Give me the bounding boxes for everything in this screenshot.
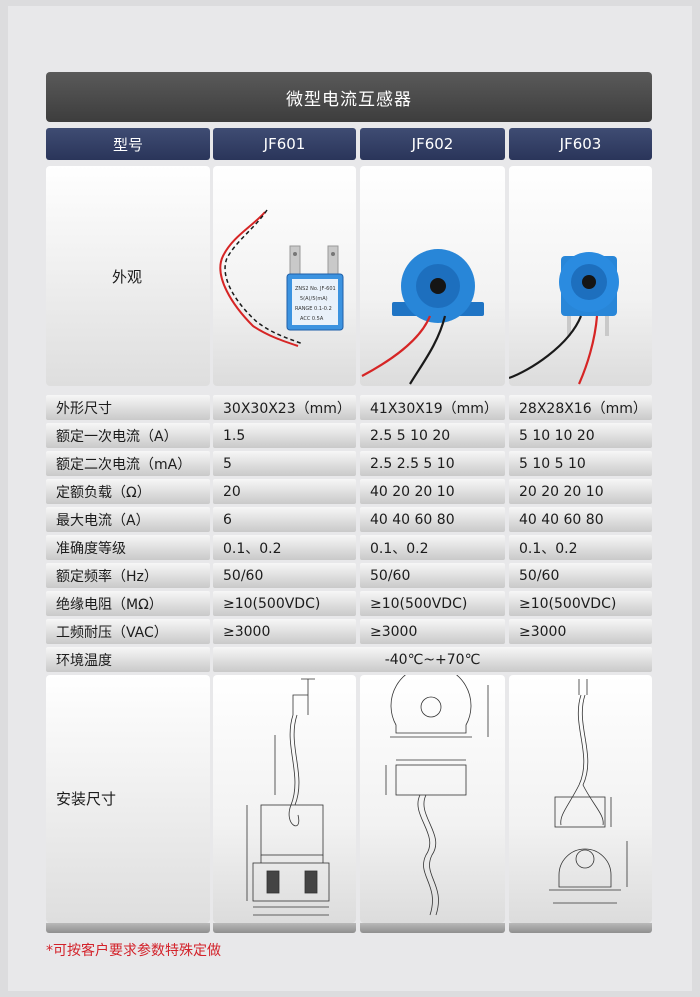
row-value-jf603: 20 20 20 10: [509, 479, 652, 504]
jf601-label-line-4: ACC 0.5A: [300, 316, 324, 322]
row-value-jf601: 0.1、0.2: [213, 535, 356, 560]
row-value-jf601: 50/60: [213, 563, 356, 588]
jf601-drawing-strip: [213, 923, 356, 933]
row-value-jf603: 5 10 5 10: [509, 451, 652, 476]
row-value-jf601: 30X30X23（mm）: [213, 395, 356, 420]
row-value-jf602: 2.5 5 10 20: [360, 423, 505, 448]
row-value-jf603: 0.1、0.2: [509, 535, 652, 560]
custom-order-note: *可按客户要求参数特殊定做: [46, 943, 221, 959]
row-value-jf603: ≥10(500VDC): [509, 591, 652, 616]
jf602-photo: [360, 166, 505, 386]
header-model-label: 型号: [46, 128, 210, 160]
jf603-drawing: [509, 675, 652, 923]
temperature-range: -40℃~+70℃: [213, 647, 652, 672]
row-value-jf602: 40 40 60 80: [360, 507, 505, 532]
row-label: 绝缘电阻（MΩ）: [46, 591, 210, 616]
row-value-jf601: 1.5: [213, 423, 356, 448]
row-value-jf602: 0.1、0.2: [360, 535, 505, 560]
row-value-jf601: 5: [213, 451, 356, 476]
row-label: 环境温度: [46, 647, 210, 672]
jf601-label-line-1: ZNS2 No. JF-601: [295, 286, 336, 292]
table-row: 额定二次电流（mA） 5 2.5 2.5 5 10 5 10 5 10: [46, 451, 652, 476]
table-row: 绝缘电阻（MΩ） ≥10(500VDC) ≥10(500VDC) ≥10(500…: [46, 591, 652, 616]
table-row: 额定一次电流（A） 1.5 2.5 5 10 20 5 10 10 20: [46, 423, 652, 448]
install-label: 安装尺寸: [56, 790, 117, 808]
row-value-jf603: 28X28X16（mm）: [509, 395, 652, 420]
jf601-label-line-3: RANGE 0.1-0.2: [295, 306, 332, 312]
row-label: 准确度等级: [46, 535, 210, 560]
row-value-jf601: 6: [213, 507, 356, 532]
row-value-jf603: 40 40 60 80: [509, 507, 652, 532]
appearance-label: 外观: [112, 268, 143, 286]
jf601-label-line-2: 5(A)/5(mA): [300, 296, 328, 302]
install-label-cell: [46, 675, 210, 923]
row-value-jf603: ≥3000: [509, 619, 652, 644]
row-value-jf602: 2.5 2.5 5 10: [360, 451, 505, 476]
row-value-jf602: ≥3000: [360, 619, 505, 644]
appearance-label-cell: [46, 166, 210, 386]
row-label: 定额负载（Ω）: [46, 479, 210, 504]
row-value-jf602: 41X30X19（mm）: [360, 395, 505, 420]
row-value-jf603: 5 10 10 20: [509, 423, 652, 448]
table-row: 外形尺寸 30X30X23（mm） 41X30X19（mm） 28X28X16（…: [46, 395, 652, 420]
table-row: 定额负载（Ω） 20 40 20 20 10 20 20 20 10: [46, 479, 652, 504]
table-row: 额定频率（Hz） 50/60 50/60 50/60: [46, 563, 652, 588]
row-value-jf601: 20: [213, 479, 356, 504]
jf601-photo: ZNS2 No. JF-601 5(A)/5(mA) RANGE 0.1-0.2…: [213, 166, 356, 386]
header-model-jf601: JF601: [213, 128, 356, 160]
page-title: 微型电流互感器: [46, 72, 652, 122]
header-model-jf602: JF602: [360, 128, 505, 160]
row-label: 额定一次电流（A）: [46, 423, 210, 448]
header-model-jf603: JF603: [509, 128, 652, 160]
row-label: 外形尺寸: [46, 395, 210, 420]
row-value-jf601: ≥10(500VDC): [213, 591, 356, 616]
jf603-drawing-strip: [509, 923, 652, 933]
row-value-jf603: 50/60: [509, 563, 652, 588]
row-value-jf602: 50/60: [360, 563, 505, 588]
table-row: 准确度等级 0.1、0.2 0.1、0.2 0.1、0.2: [46, 535, 652, 560]
row-value-jf602: 40 20 20 10: [360, 479, 505, 504]
row-label: 工频耐压（VAC）: [46, 619, 210, 644]
row-label: 额定频率（Hz）: [46, 563, 210, 588]
row-label: 额定二次电流（mA）: [46, 451, 210, 476]
table-row: 工频耐压（VAC） ≥3000 ≥3000 ≥3000: [46, 619, 652, 644]
row-value-jf602: ≥10(500VDC): [360, 591, 505, 616]
install-label-strip: [46, 923, 210, 933]
jf602-drawing: [360, 675, 505, 923]
jf602-drawing-strip: [360, 923, 505, 933]
row-label: 最大电流（A）: [46, 507, 210, 532]
row-value-jf601: ≥3000: [213, 619, 356, 644]
jf601-drawing: [213, 675, 356, 923]
table-row-temperature: 环境温度 -40℃~+70℃: [46, 647, 652, 672]
jf603-photo: [509, 166, 652, 386]
table-row: 最大电流（A） 6 40 40 60 80 40 40 60 80: [46, 507, 652, 532]
